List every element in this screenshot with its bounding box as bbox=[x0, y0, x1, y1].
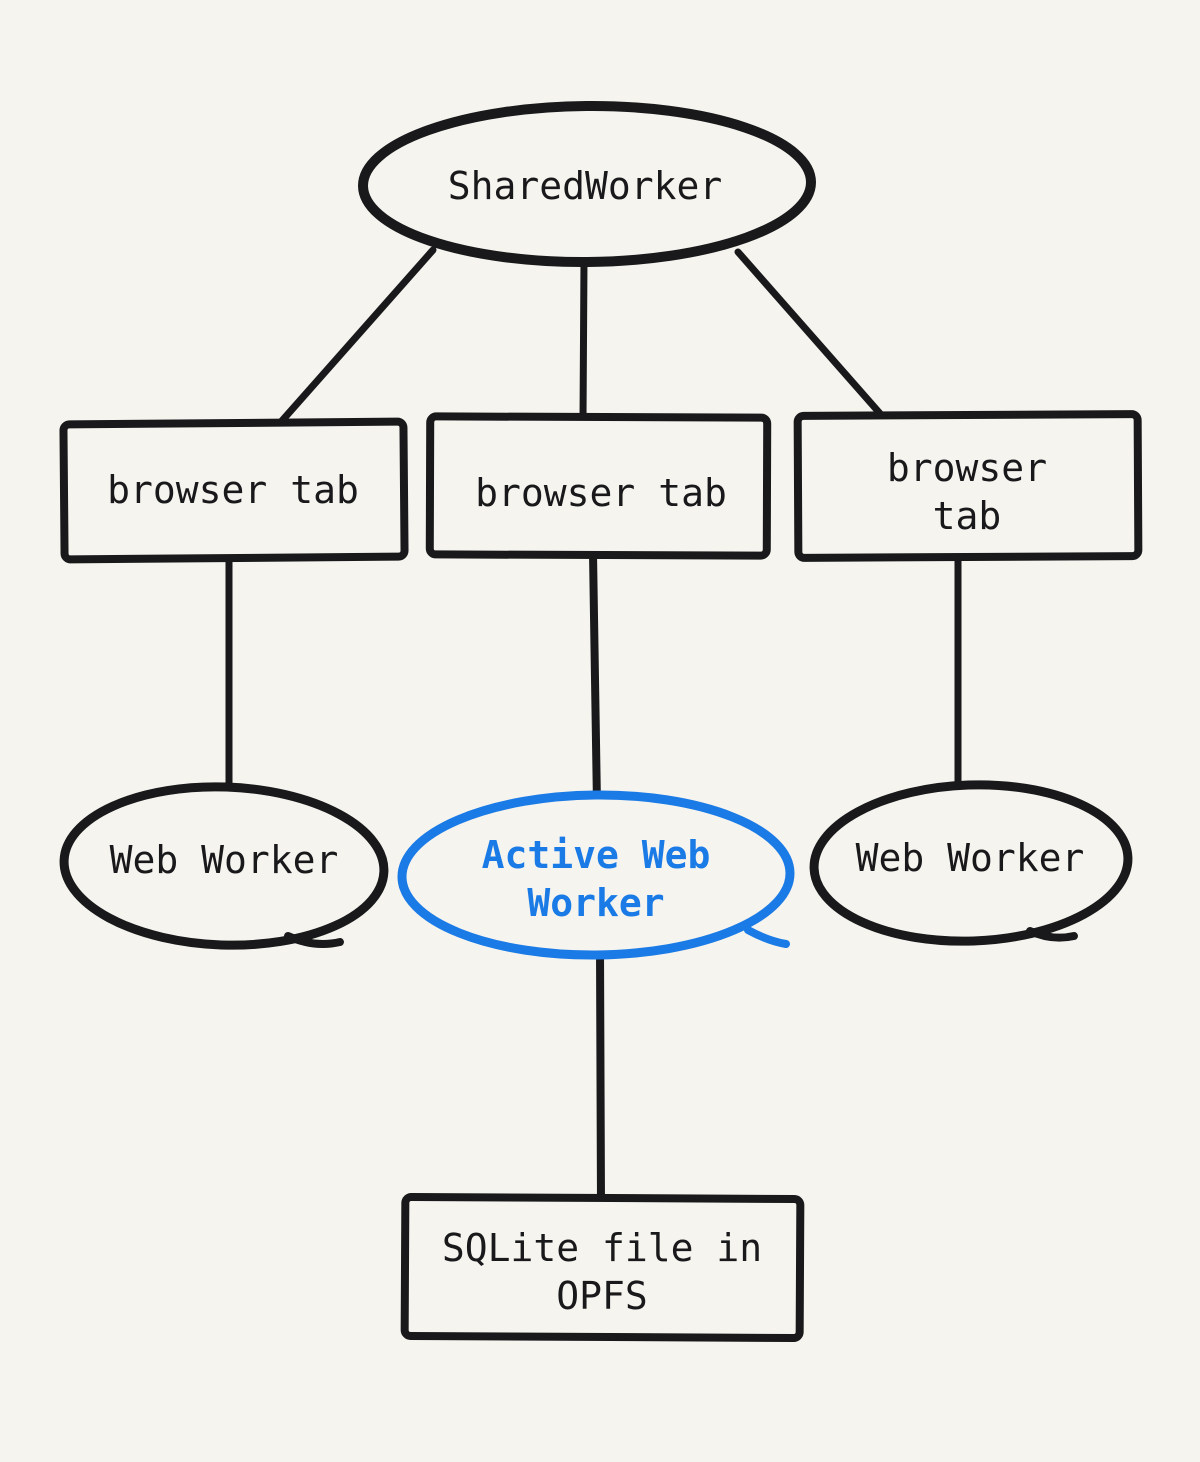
nodes bbox=[59, 100, 1143, 1343]
tab-center-rect bbox=[425, 412, 772, 560]
worker-left-label: Web Worker bbox=[109, 838, 339, 883]
shared-worker-ellipse bbox=[358, 100, 816, 268]
shared-worker-label: SharedWorker bbox=[447, 164, 723, 209]
worker-active-label: Active Web Worker bbox=[481, 833, 711, 925]
worker-left-ellipse bbox=[59, 782, 389, 950]
worker-right-label: Web Worker bbox=[855, 836, 1085, 881]
tab-right-rect bbox=[793, 410, 1143, 562]
worker-active-ellipse-tail bbox=[744, 926, 790, 948]
worker-left-ellipse-tail bbox=[284, 932, 344, 948]
worker-active-ellipse bbox=[397, 790, 795, 960]
edge-tab-center-worker-active bbox=[589, 549, 601, 809]
edge-sharedworker-tab-left bbox=[276, 246, 437, 427]
edge-worker-active-sqlite bbox=[596, 946, 605, 1209]
tab-left-label: browser tab bbox=[107, 468, 359, 513]
sketch-tails bbox=[284, 926, 1078, 948]
tab-right-label: browser tab bbox=[886, 446, 1048, 538]
edges bbox=[225, 246, 962, 1209]
tab-left-rect bbox=[59, 417, 409, 564]
edge-sharedworker-tab-right bbox=[734, 248, 888, 422]
worker-right-ellipse-tail bbox=[1026, 927, 1078, 942]
worker-right-ellipse bbox=[809, 780, 1133, 946]
tab-center-label: browser tab bbox=[475, 471, 727, 516]
sqlite-rect bbox=[400, 1193, 805, 1343]
edge-sharedworker-tab-center bbox=[579, 256, 588, 424]
sqlite-label: SQLite file in OPFS bbox=[441, 1226, 763, 1318]
